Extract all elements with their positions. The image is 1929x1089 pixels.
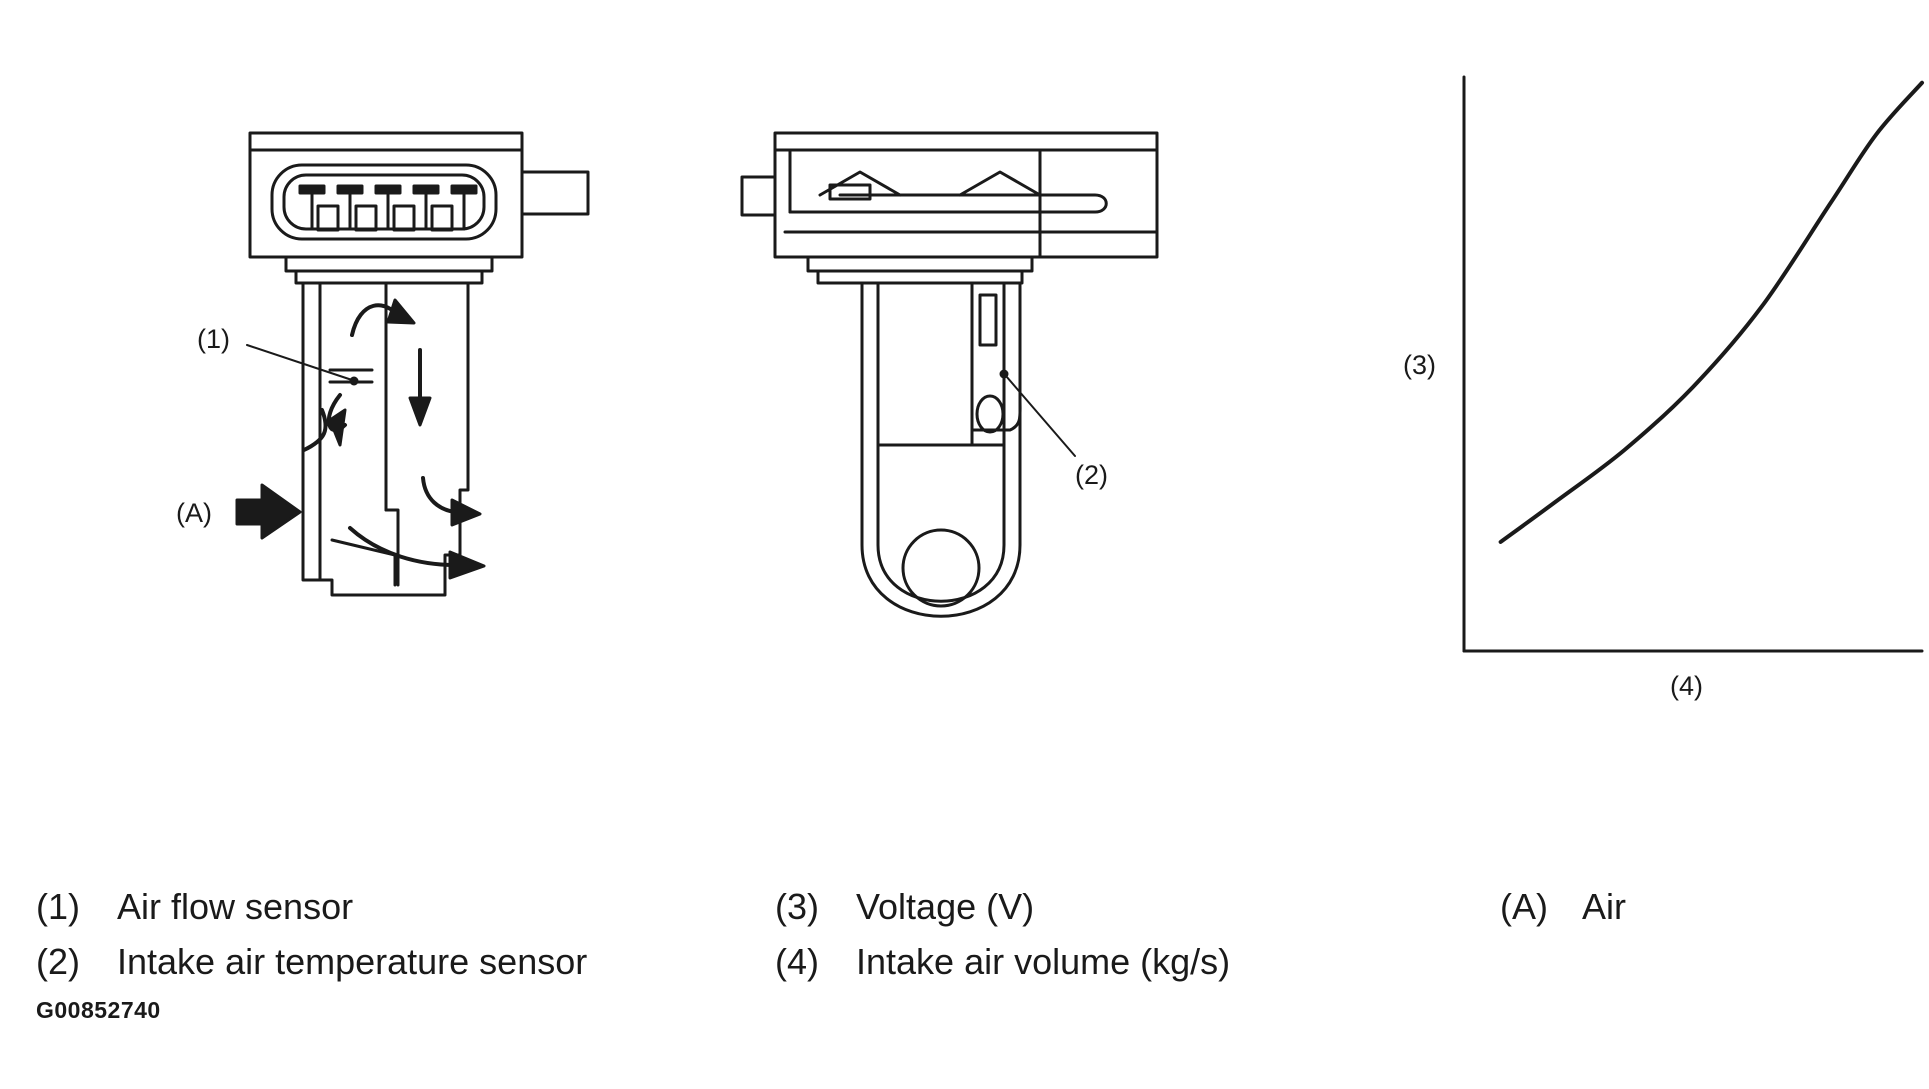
callout-2: (2): [1075, 460, 1108, 490]
legend-text: Intake air volume (kg/s): [856, 941, 1231, 982]
legend-item-4: (4) Intake air volume (kg/s): [775, 941, 1230, 982]
legend-item-3: (3) Voltage (V): [775, 886, 1034, 927]
sensor-side-view: [740, 131, 1159, 618]
legend-number: (3): [775, 886, 819, 927]
axis-label-x: (4): [1670, 671, 1703, 701]
legend-number: (A): [1500, 886, 1548, 927]
graph-axes: [1462, 75, 1924, 653]
voltage-curve: [1498, 80, 1924, 544]
legend-text: Voltage (V): [856, 886, 1035, 927]
legend-item-A: (A) Air: [1500, 886, 1626, 927]
sensor-front-view: [235, 131, 590, 597]
legend-number: (4): [775, 941, 819, 982]
legend-number: (2): [36, 941, 80, 982]
legend-item-1: (1) Air flow sensor: [36, 886, 353, 927]
legend-text: Intake air temperature sensor: [117, 941, 588, 982]
legend-item-2: (2) Intake air temperature sensor: [36, 941, 587, 982]
axis-label-y: (3): [1403, 350, 1436, 380]
legend-text: Air: [1582, 886, 1626, 927]
connector-pins: [298, 184, 478, 232]
figure-id: G00852740: [36, 997, 161, 1023]
callout-A: (A): [176, 498, 212, 528]
legend-number: (1): [36, 886, 80, 927]
callout-1: (1): [197, 324, 230, 354]
legend-text: Air flow sensor: [117, 886, 354, 927]
